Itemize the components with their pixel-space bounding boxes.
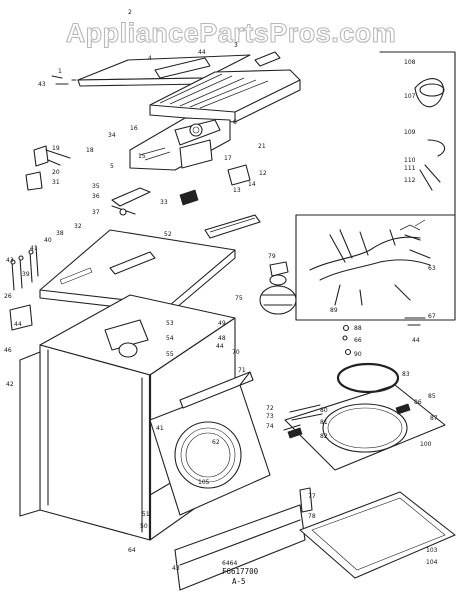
part-label: 67 [428,313,436,320]
part-label: 55 [166,351,174,358]
part-label: 70 [232,349,240,356]
part-label: 41 [156,425,164,432]
part-label: 20 [52,169,60,176]
part-label: 50 [140,523,148,530]
part-number-labels: 2 1 43 4 44 3 6 16 34 15 5 21 17 14 13 1… [4,9,438,572]
part-label: 46 [4,347,12,354]
part-label: 51 [142,511,150,518]
part-label: 44 [216,343,224,350]
part-label: 31 [52,179,60,186]
part-label: 43 [38,81,46,88]
part-label: 35 [92,183,100,190]
part-label: 17 [224,155,232,162]
part-label: 86 [414,399,422,406]
drain-tray [299,491,456,579]
part-label: 44 [412,337,420,344]
part-label: 85 [428,393,436,400]
part-label: 43 [6,257,14,264]
part-label: 64 [128,547,136,554]
part-label: 34 [108,132,116,139]
part-label: 78 [308,513,316,520]
base-plate-with-opening [284,384,446,471]
part-label: 112 [404,177,416,184]
page-reference: A-5 [232,577,246,586]
part-label: 4 [148,55,152,62]
part-label: 62 [212,439,220,446]
part-label: 19 [52,145,60,152]
part-label: 16 [130,125,138,132]
o-ring-seal [336,362,400,394]
part-label: 82 [320,433,328,440]
part-label: 3 [234,42,238,49]
part-label: 38 [56,230,64,237]
part-label: 72 [266,405,274,412]
part-label: 71 [238,367,246,374]
watermark: AppliancePartsPros.com [66,18,397,48]
part-label: 105 [198,479,210,486]
part-label: 12 [259,170,267,177]
front-panel-with-door [149,371,271,516]
part-label: 111 [404,165,416,172]
part-label: 44 [14,321,22,328]
part-label: 108 [404,59,416,66]
part-label: 41 [30,245,38,252]
part-label: 87 [430,415,438,422]
part-label: 1 [58,68,62,75]
control-console-assembly [25,51,301,191]
part-label: 43 [172,565,180,572]
pump-motor [259,261,297,315]
part-label: 80 [320,407,328,414]
wiring-inset-box [295,51,456,321]
part-label: 88 [354,325,362,332]
part-label: 21 [258,143,266,150]
part-label: 66 [354,337,362,344]
part-label: 104 [426,559,438,566]
part-label: 32 [74,223,82,230]
part-label: 52 [164,231,172,238]
model-small-label: 6464 [222,560,237,567]
part-label: 63 [428,265,436,272]
part-label: 75 [235,295,243,302]
part-label: 79 [268,253,276,260]
model-number: F6617700 [222,567,259,576]
part-label: 107 [404,93,416,100]
part-label: 73 [266,413,274,420]
part-label: 53 [166,320,174,327]
drawing-footer: 6464 F6617700 A-5 [222,560,259,586]
part-label: 2 [128,9,132,16]
part-label: 109 [404,129,416,136]
part-label: 103 [426,547,438,554]
part-label: 74 [266,423,274,430]
part-label: 48 [218,335,226,342]
clip-hardware-group [283,317,426,431]
cabinet-top-panel [39,229,236,314]
part-label: 18 [86,147,94,154]
part-label: 14 [248,181,256,188]
part-label: 15 [138,153,146,160]
part-label: 40 [44,237,52,244]
part-label: 5 [110,163,114,170]
part-label: 83 [402,371,410,378]
part-label: 13 [233,187,241,194]
part-label: 81 [320,419,328,426]
part-label: 54 [166,335,174,342]
part-label: 33 [160,199,168,206]
part-label: 42 [6,381,14,388]
part-label: 90 [354,351,362,358]
part-label: 77 [308,493,316,500]
switch-parts-group [111,187,261,239]
part-label: 36 [92,193,100,200]
toe-kick-panel [174,487,313,591]
part-label: 89 [330,307,338,314]
part-label: 6 [233,119,237,126]
part-label: 39 [22,271,30,278]
part-label: 100 [420,441,432,448]
part-label: 37 [92,209,100,216]
part-label: 49 [218,320,226,327]
left-hardware-group [9,245,39,331]
part-label: 44 [198,49,206,56]
part-label: 110 [404,157,416,164]
part-label: 26 [4,293,12,300]
